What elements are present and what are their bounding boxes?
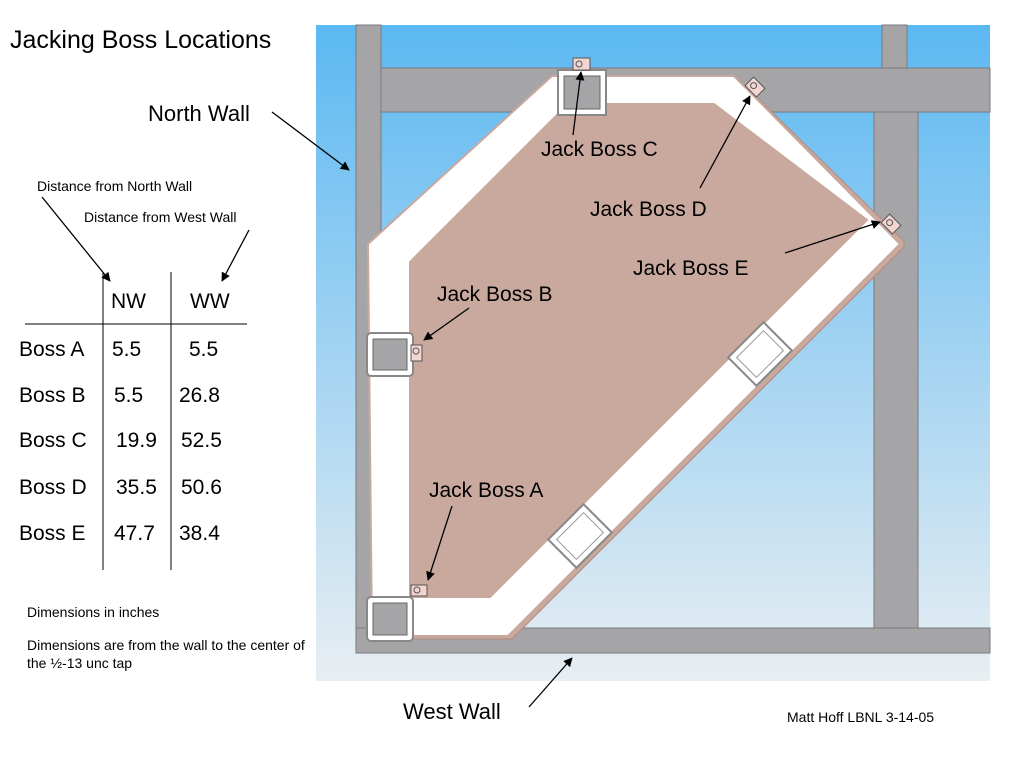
diagonal-block-upper <box>726 320 794 388</box>
table-row-ww: 38.4 <box>179 522 220 545</box>
table-row-name: Boss D <box>19 476 87 499</box>
right-column-beam <box>873 111 919 629</box>
table-row-name: Boss C <box>19 429 87 452</box>
corner-block-a-hole <box>372 602 408 636</box>
units-note: Dimensions in inches <box>27 604 160 620</box>
jack-boss-a-label: Jack Boss A <box>429 479 544 502</box>
jack-boss-c-arrow <box>572 71 585 136</box>
table-header-nw: NW <box>111 290 146 313</box>
jack-boss-a-tap <box>413 586 421 594</box>
jack-boss-b-arrow <box>423 307 470 341</box>
support-frame <box>366 69 905 642</box>
table-row-name: Boss E <box>19 522 86 545</box>
jack-boss-b-tap <box>412 347 420 355</box>
jack-boss-b-icon <box>410 344 423 362</box>
table-row-nw: 5.5 <box>112 338 142 361</box>
table-row-name: Boss A <box>19 338 85 361</box>
jack-boss-d-arrow <box>699 95 751 189</box>
table-row-nw: 35.5 <box>116 476 157 499</box>
corner-block-c-hole <box>563 75 601 110</box>
distance-north-label: Distance from North Wall <box>37 178 193 194</box>
north-wall-label: North Wall <box>148 101 250 126</box>
table-row-ww: 5.5 <box>189 338 219 361</box>
jack-boss-c-tap <box>575 60 583 68</box>
table-row-name: Boss B <box>19 384 86 407</box>
table-row-ww: 52.5 <box>181 429 222 452</box>
jack-boss-e-icon <box>880 213 902 235</box>
distance-west-arrow <box>221 229 250 282</box>
author-credit: Matt Hoff LBNL 3-14-05 <box>787 709 935 725</box>
frame-body <box>366 75 902 637</box>
jack-boss-d-icon <box>744 76 766 98</box>
jack-boss-e-arrow <box>784 220 881 254</box>
leader-arrows <box>41 71 881 708</box>
jack-boss-b-label: Jack Boss B <box>437 283 553 306</box>
distance-west-label: Distance from West Wall <box>84 209 237 225</box>
north-wall-arrow <box>271 111 350 171</box>
table-row-nw: 47.7 <box>114 522 155 545</box>
top-right-column-beam <box>881 24 908 69</box>
jack-boss-a-icon <box>410 584 428 597</box>
west-wall-label: West Wall <box>403 699 501 724</box>
west-wall-arrow <box>528 657 573 708</box>
table-row-ww: 50.6 <box>181 476 222 499</box>
side-block-b-hole <box>372 338 408 371</box>
jack-boss-c-label: Jack Boss C <box>541 138 658 161</box>
table-header-ww: WW <box>190 290 230 313</box>
distance-north-arrow <box>41 196 111 282</box>
diagonal-block-lower <box>546 502 614 570</box>
table-row-nw: 19.9 <box>116 429 157 452</box>
table-row-nw: 5.5 <box>114 384 144 407</box>
table-rules <box>25 272 247 570</box>
jack-boss-d-label: Jack Boss D <box>590 198 707 221</box>
page-title: Jacking Boss Locations <box>10 26 272 54</box>
jack-boss-a-arrow <box>426 505 453 581</box>
jack-boss-e-label: Jack Boss E <box>633 257 749 280</box>
table-row-ww: 26.8 <box>179 384 220 407</box>
reference-note: Dimensions are from the wall to the cent… <box>27 637 305 671</box>
jack-bosses <box>410 57 902 597</box>
